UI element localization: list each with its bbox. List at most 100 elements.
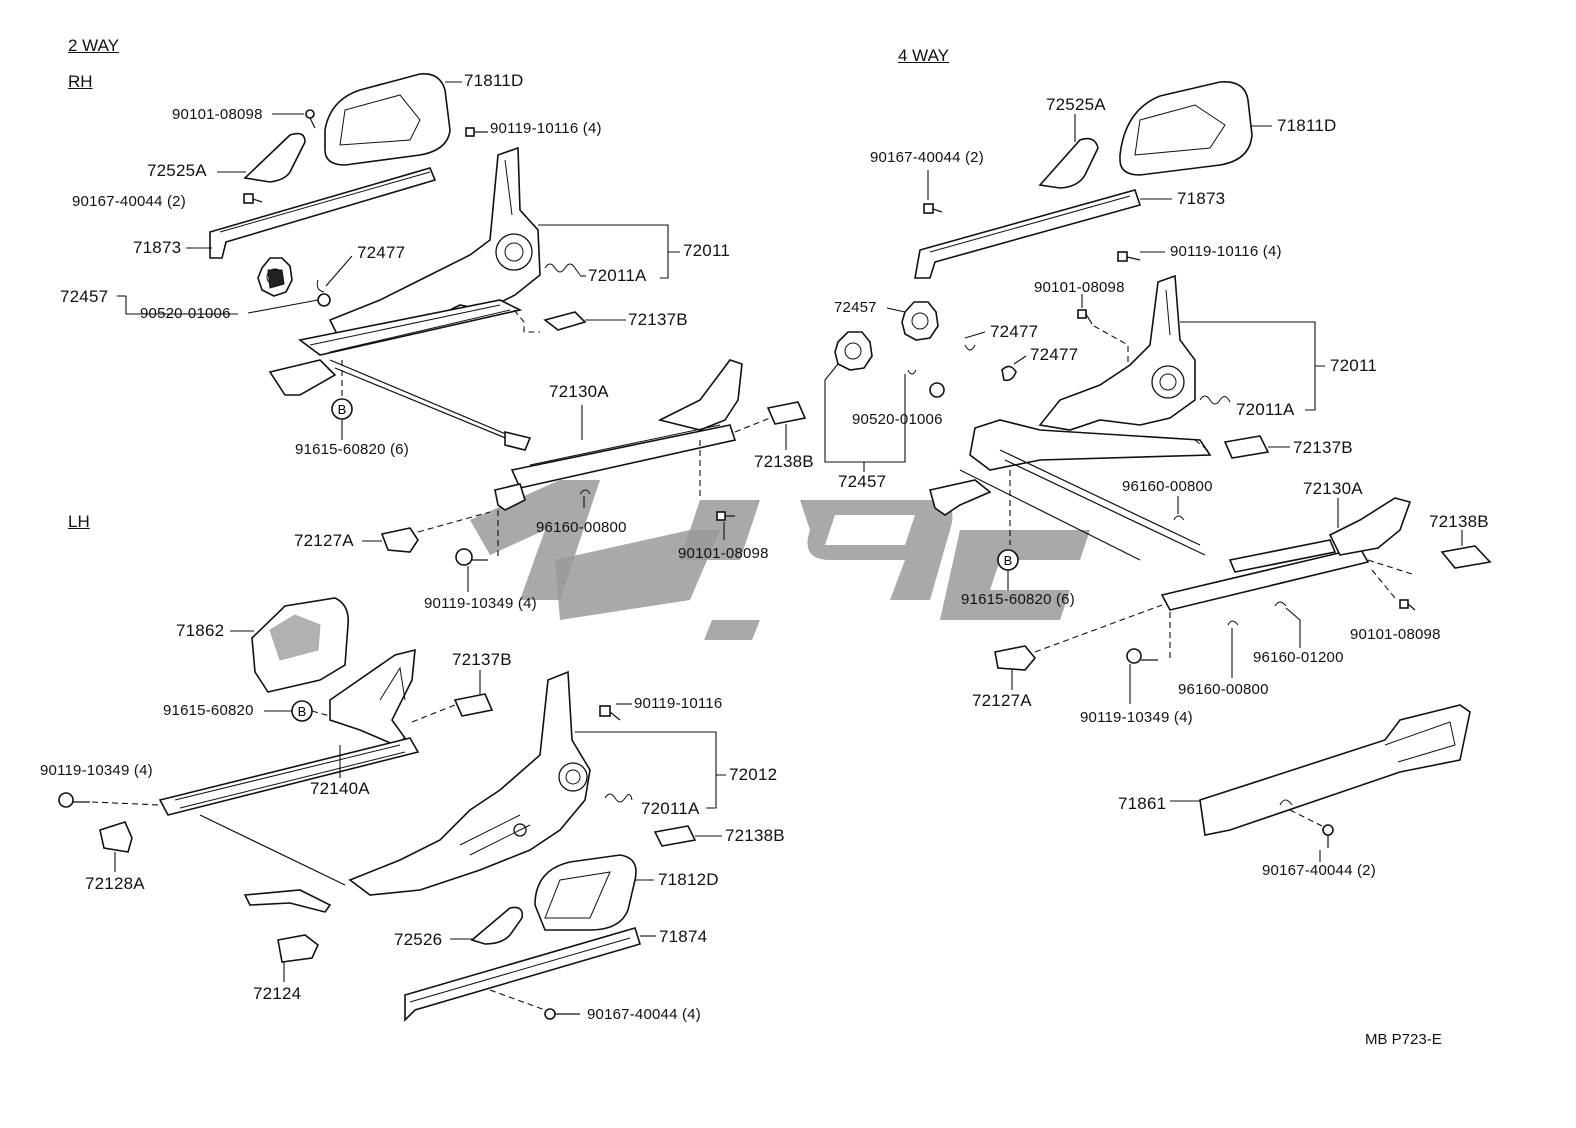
- label-72011a-lh: 72011A: [641, 799, 700, 818]
- part-72138b-lh: [653, 825, 697, 847]
- label-71873-4way: 71873: [1177, 189, 1226, 208]
- part-72137b-lh: [453, 693, 494, 717]
- label-90101-08098-rh-lower: 90101-08098: [678, 545, 769, 562]
- label-72127a-rh: 72127A: [294, 531, 354, 550]
- b-marker-4way: B: [997, 549, 1019, 571]
- label-71861: 71861: [1118, 794, 1167, 813]
- label-90119-10349-lh: 90119-10349 (4): [40, 762, 153, 779]
- label-91615-60820-lh: 91615-60820: [163, 702, 254, 719]
- label-72457-rh: 72457: [60, 287, 109, 306]
- heading-4-way: 4 WAY: [898, 46, 950, 65]
- diagram-code: MB P723-E: [1365, 1031, 1442, 1048]
- label-72138b-4way: 72138B: [1429, 512, 1489, 531]
- rh-assembly: [117, 73, 807, 592]
- label-72011-rh: 72011: [683, 241, 731, 260]
- label-71873-rh: 71873: [133, 238, 182, 257]
- label-72525a-rh: 72525A: [147, 161, 207, 180]
- label-72011-4way: 72011: [1330, 356, 1378, 375]
- part-72012: [348, 670, 591, 896]
- knob-72457-4way-a: [901, 301, 939, 341]
- label-72140a: 72140A: [310, 779, 370, 798]
- label-72127a-4way: 72127A: [972, 691, 1032, 710]
- label-96160-00800-4way: 96160-00800: [1122, 478, 1213, 495]
- part-72137b-rh: [543, 311, 587, 331]
- part-72128a: [99, 821, 133, 853]
- heading-lh: LH: [68, 512, 90, 531]
- frame-4way: [969, 419, 1212, 471]
- knob-72457-4way-b: [834, 331, 873, 371]
- label-72477-4way-a: 72477: [990, 322, 1039, 341]
- lever-4way: [929, 479, 992, 516]
- part-71811d: [324, 73, 451, 166]
- label-72137b-rh: 72137B: [628, 310, 688, 329]
- label-90119-10116-4way: 90119-10116 (4): [1170, 243, 1282, 260]
- label-90119-10116-rh: 90119-10116 (4): [490, 120, 602, 137]
- b-marker-rh: B: [331, 398, 353, 420]
- lever-lh: [243, 889, 332, 913]
- part-72140a: [158, 737, 420, 816]
- heading-2-way: 2 WAY: [68, 36, 120, 55]
- label-72526: 72526: [394, 930, 443, 949]
- lever-rh: [268, 359, 337, 396]
- part-71873-rh: [209, 167, 437, 259]
- svg-text:B: B: [338, 402, 347, 417]
- label-72011a-4way: 72011A: [1236, 400, 1295, 419]
- label-72012: 72012: [729, 765, 778, 784]
- label-71812d: 71812D: [658, 870, 719, 889]
- label-72124: 72124: [253, 984, 302, 1003]
- label-90119-10349-rh: 90119-10349 (4): [424, 595, 537, 612]
- label-72130a-4way: 72130A: [1303, 479, 1363, 498]
- part-71861: [1199, 704, 1471, 836]
- label-90167-40044-4way: 90167-40044 (2): [870, 149, 984, 166]
- label-72137b-lh: 72137B: [452, 650, 512, 669]
- part-72130a-rh: [510, 424, 737, 489]
- part-72127a-rh: [380, 527, 419, 553]
- label-72130a-rh: 72130A: [549, 382, 609, 401]
- label-90167-40044-rh: 90167-40044 (2): [72, 193, 186, 210]
- part-72130a-4way: [1160, 547, 1370, 611]
- label-96160-00800-rh: 96160-00800: [536, 519, 627, 536]
- label-91615-60820-4way: 91615-60820 (6): [961, 591, 1075, 608]
- label-72138b-rh: 72138B: [754, 452, 814, 471]
- label-90520-01006-rh: 90520-01006: [140, 305, 231, 322]
- b-marker-lh: B: [291, 700, 313, 722]
- label-72477-4way-b: 72477: [1030, 345, 1079, 364]
- part-71812d: [534, 854, 637, 931]
- part-72138b-4way: [1440, 545, 1492, 569]
- track-upper-rh: [298, 299, 523, 356]
- label-72138b-lh: 72138B: [725, 826, 785, 845]
- part-71811d-4way: [1119, 81, 1253, 176]
- lh-assembly: [58, 597, 726, 1022]
- label-72477-rh: 72477: [357, 243, 406, 262]
- part-72526: [470, 906, 524, 945]
- knob-72457-rh: [257, 257, 293, 297]
- label-72128a: 72128A: [85, 874, 145, 893]
- label-72457-4way-top: 72457: [834, 299, 877, 316]
- label-90119-10116-lh: 90119-10116: [634, 695, 723, 712]
- label-71862: 71862: [176, 621, 225, 640]
- label-71811d-4way: 71811D: [1277, 116, 1337, 135]
- part-71862: [251, 597, 350, 693]
- svg-text:B: B: [298, 704, 307, 719]
- label-72011a-rh: 72011A: [588, 266, 647, 285]
- label-71874: 71874: [659, 927, 708, 946]
- four-way-assembly: [824, 81, 1492, 862]
- label-90520-01006-4way: 90520-01006: [852, 411, 943, 428]
- label-72457-4way-bottom: 72457: [838, 472, 887, 491]
- heading-rh: RH: [68, 72, 93, 91]
- screw-90101-08098-rh: [272, 109, 316, 129]
- label-91615-60820-rh: 91615-60820 (6): [295, 441, 409, 458]
- label-72137b-4way: 72137B: [1293, 438, 1353, 457]
- svg-text:B: B: [1004, 553, 1013, 568]
- label-96160-00800-4way-lower: 96160-00800: [1178, 681, 1269, 698]
- part-72127a-4way: [994, 645, 1037, 671]
- label-90101-08098-4way-lower: 90101-08098: [1350, 626, 1441, 643]
- label-90101-08098-rh: 90101-08098: [172, 106, 263, 123]
- part-72137b-4way: [1223, 435, 1270, 459]
- label-71811d-rh: 71811D: [464, 71, 524, 90]
- label-90167-40044-4way-lower: 90167-40044 (2): [1262, 862, 1376, 879]
- part-71873-4way: [914, 189, 1142, 279]
- label-90101-08098-4way: 90101-08098: [1034, 279, 1125, 296]
